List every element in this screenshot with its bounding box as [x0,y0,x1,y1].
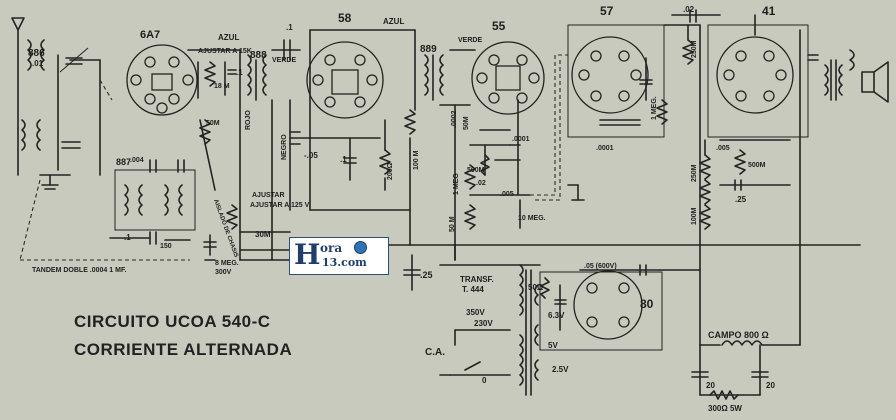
ajustar-15k-label: AJUSTAR A 15K [198,48,252,55]
value-1c: .1 [124,233,131,242]
watermark-h: H [294,238,321,271]
tube-55-symbol [464,41,545,230]
value-10meg: 10 MEG. [518,215,546,222]
value-150: 150 [160,243,172,250]
coil-887-label: 887 [116,157,131,167]
coil-888-label: 888 [250,50,267,61]
c20a-label: 20 [706,381,715,390]
value-100m: 100 M [413,150,420,170]
output-speaker [807,49,889,103]
power-supply [403,244,801,400]
schematic-title: CIRCUITO UCOA 540-C [74,312,271,331]
tube-6a7-label: 6A7 [140,29,160,41]
tube-58-label: 58 [338,11,352,25]
globe-icon [354,241,367,254]
antenna-section [11,17,190,261]
value-30m: 30M [255,230,271,239]
value-1b: .1 [340,155,347,164]
ca-label: C.A. [425,347,445,358]
value-02b: .02 [476,180,486,187]
if-transformer-888 [247,39,301,261]
ajustar-125v-label: AJUSTAR A 125 V. [250,202,311,209]
value-25b: .25 [735,195,747,204]
value-0001: .0001 [512,136,530,143]
ajustar-label: AJUSTAR [252,192,285,199]
value-01b: .1 [286,23,293,32]
if-transformer-889 [424,49,476,261]
campo-label: CAMPO 800 Ω [708,330,769,340]
value-004: .004 [130,157,144,164]
value-250m: 250M [691,40,698,58]
v230-label: 230V [474,319,493,328]
value-0002: .0002 [451,110,458,128]
value-50m-2: 50M [463,116,470,130]
tube-6a7-symbol [126,44,241,261]
azul-label-1: AZUL [218,33,239,42]
value-300v: 300V [215,269,232,276]
value-50m-3: 50 M [449,216,456,232]
value-005b: .005 [716,145,730,152]
v25-label: 2.5V [552,365,569,374]
watermark-ora: ora [320,241,343,255]
c05-600-label: .05 (600V) [584,263,617,270]
v350-label: 350V [466,308,485,317]
value-1meg: 1 MEG [453,173,460,195]
t444-label: T. 444 [462,285,484,294]
r50-label: 50Ω [528,283,544,292]
value-250m-2: 250M [691,164,698,182]
value-200: 200Ω [387,162,394,180]
value-500m: 500M [748,162,766,169]
value-1d: .1 [236,68,243,77]
rojo-label: ROJO [245,110,252,130]
value-1meg-2: 1 MEG. [651,96,658,120]
verde-label-1: VERDE [272,57,296,64]
tube-41-symbol [699,14,809,246]
value-100m-2: 100M [691,207,698,225]
oscillator-coil-887 [109,119,216,245]
value-8meg: 8 MEG. [215,260,239,267]
azul-label-2: AZUL [383,17,404,26]
zero-label: 0 [482,376,487,385]
tube-57-symbol [567,9,721,246]
value-500m-2: 500M [467,167,485,174]
bias-adjust-section [203,204,861,261]
tube-55-label: 55 [492,19,506,33]
tube-57-label: 57 [600,4,614,18]
watermark-num: 13.com [322,256,367,269]
tandem-label: TANDEM DOBLE .0004 1 MF. [32,267,126,274]
r300-label: 300Ω 5W [708,404,742,413]
value-05: -.05 [304,151,318,160]
negro-label: NEGRO [281,134,288,160]
value-02: .02 [683,5,695,14]
coil-886-label: 886 [28,48,45,59]
tube-41-label: 41 [762,4,776,18]
schematic-subtitle: CORRIENTE ALTERNADA [74,340,293,359]
value-01a: .01 [32,59,44,68]
coil-889-label: 889 [420,44,437,55]
tube-80-label: 80 [640,297,654,311]
watermark-logo: H ora 13.com [289,237,389,275]
value-0001b: .0001 [596,145,614,152]
v63-label: 6.3V [548,311,565,320]
shielded-lead [530,54,585,201]
value-25: .25 [420,270,433,280]
transf-label: TRANSF. [460,275,494,284]
value-005: .005 [500,191,514,198]
tube-58-symbol [289,29,416,246]
value-50m: 50M [206,120,220,127]
v5-label: 5V [548,341,558,350]
c20b-label: 20 [766,381,775,390]
value-18m: 18 M [214,83,230,90]
verde-label-2: VERDE [458,37,482,44]
